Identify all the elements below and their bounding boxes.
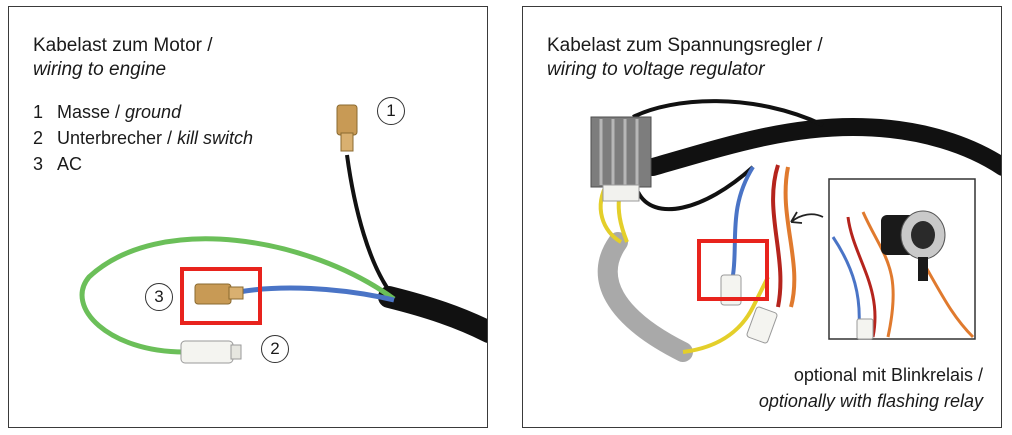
arrow-icon [790,211,824,224]
regulator-wiring-photo [590,99,1001,362]
orange-wire-connector [746,306,778,344]
regulator-wiring-panel: Kabelast zum Spannungsregler / wiring to… [522,6,1002,428]
marker-2: 2 [261,335,289,363]
relay-note-english: optionally with flashing relay [758,391,983,411]
red-wire [771,164,783,308]
ground-connector [336,104,358,152]
black-regulator-wire [632,99,824,127]
black-wire [345,154,396,299]
marker-3: 3 [145,283,173,311]
ac-connector [194,283,244,305]
green-wire [79,236,396,355]
panel-title-english: wiring to engine [33,59,167,80]
black-main-cable [378,286,487,343]
blue-wire [731,165,755,276]
panel-title-german: Kabelast zum Motor / [33,35,213,56]
black-main-cable [644,117,1001,176]
flashing-relay-inset [828,178,976,340]
grey-sleeve [597,232,693,362]
kill-switch-connector [180,340,242,364]
orange-wire [783,166,797,308]
yellow-wire-to-connectors [682,276,770,354]
marker-1: 1 [377,97,405,125]
engine-wiring-photo [79,104,487,364]
panel-title-german: Kabelast zum Spannungsregler / [547,35,823,56]
highlight-box-blue-connector [697,239,769,301]
blue-wire [238,285,395,303]
voltage-regulator [590,116,652,202]
black-loop-wire [636,165,755,212]
highlight-box-ac [180,267,262,325]
panel-title-english: wiring to voltage regulator [547,59,765,80]
relay-note-german: optional mit Blinkrelais / [793,365,983,385]
